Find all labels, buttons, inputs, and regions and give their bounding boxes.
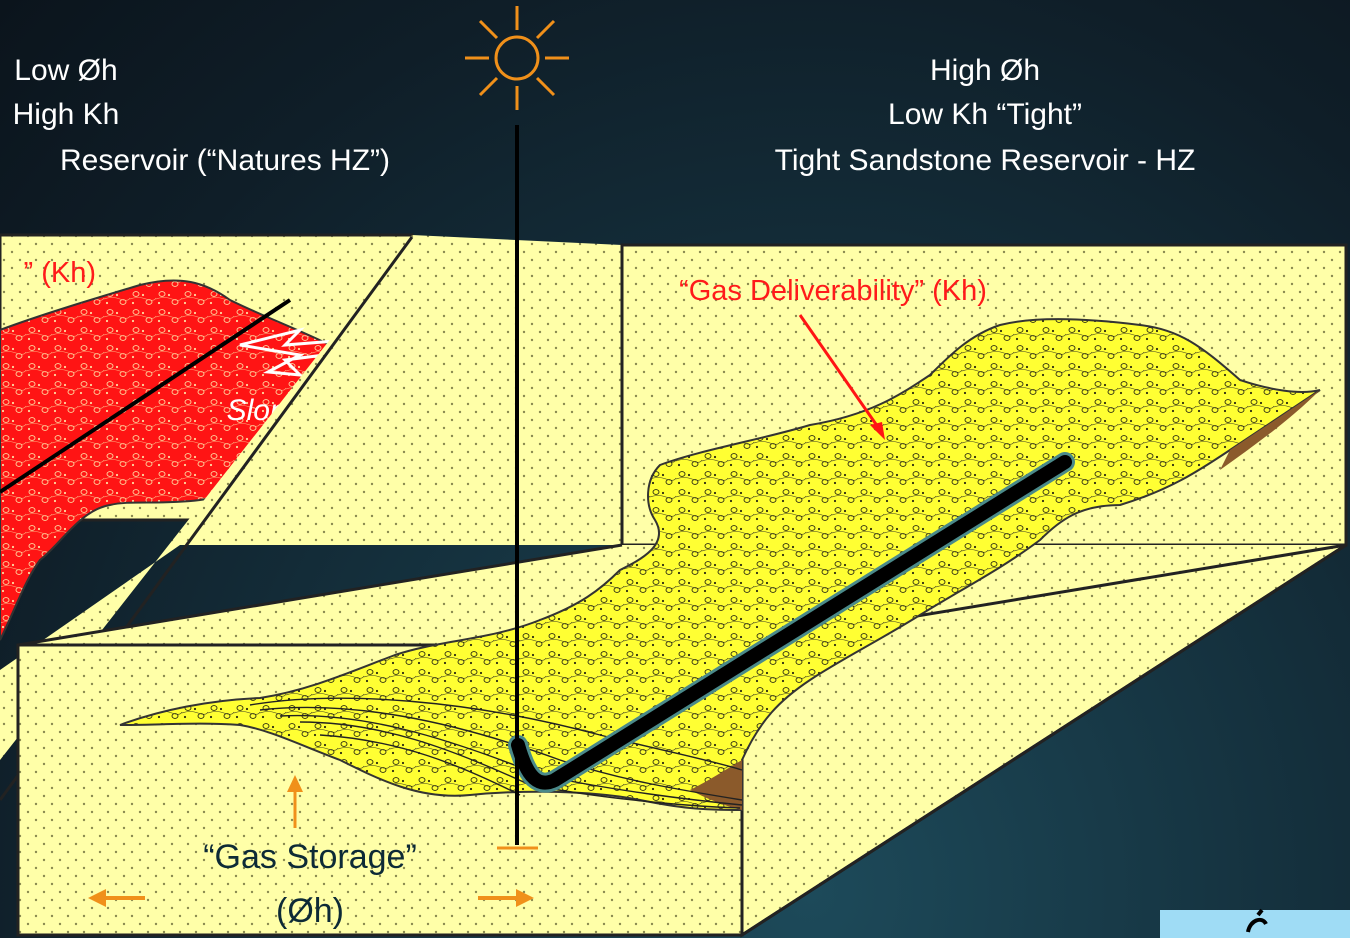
floor-back-edge xyxy=(17,543,623,647)
tight-sandstone-body xyxy=(119,318,1321,812)
right-header: High Øh Low Kh “Tight” Tight Sandstone R… xyxy=(775,54,1196,177)
left-block-wellbore xyxy=(0,298,292,494)
left-header-line-1: Low Øh xyxy=(14,54,117,87)
tight-sandstone-edge-back xyxy=(1220,390,1320,470)
right-header-line-1: High Øh xyxy=(930,54,1040,87)
right-header-line-2: Low Kh “Tight” xyxy=(888,98,1082,131)
left-header-line-3: Reservoir (“Natures HZ”) xyxy=(60,144,390,177)
storage-left-arrow xyxy=(88,889,145,907)
right-block: “Gas Deliverability” (Kh) “Gas Storage” … xyxy=(16,243,1348,938)
left-header-line-2: High Kh xyxy=(13,98,120,131)
box-bottom-edge xyxy=(741,543,1347,937)
left-header: Low Øh High Kh Reservoir (“Natures HZ”) xyxy=(13,54,390,177)
laminations xyxy=(249,697,743,809)
corner-logo xyxy=(1160,908,1350,938)
right-deliverability-label: “Gas Deliverability” (Kh) xyxy=(679,275,987,307)
deliverability-arrow xyxy=(798,314,885,440)
dipping-slab xyxy=(0,235,622,760)
left-deliverability-label: ” (Kh) xyxy=(24,257,97,289)
right-header-line-3: Tight Sandstone Reservoir - HZ xyxy=(775,144,1196,177)
storage-right-arrow xyxy=(478,889,534,907)
storage-up-arrow xyxy=(287,775,303,828)
storage-unit-label: (Øh) xyxy=(276,892,344,930)
sun-icon xyxy=(465,6,569,110)
storage-label: “Gas Storage” xyxy=(203,838,417,876)
horizontal-wellbore-core xyxy=(511,455,1072,790)
